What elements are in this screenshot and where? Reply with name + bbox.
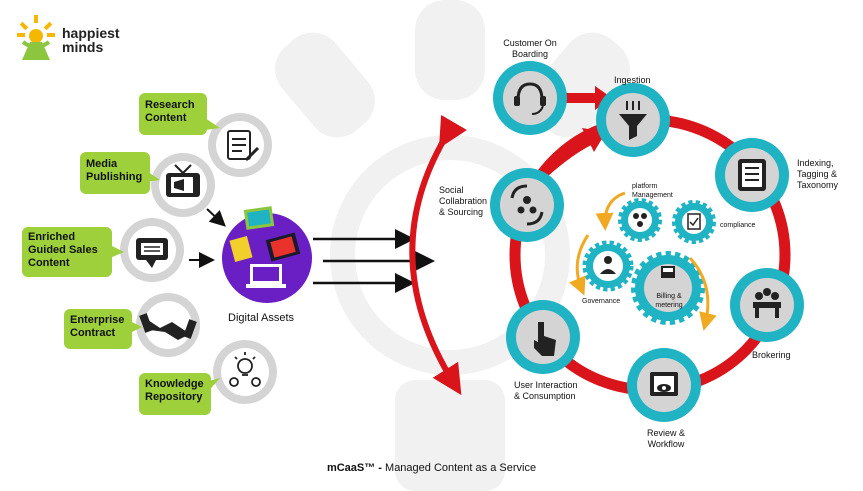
label-enriched-sales-content: Enriched Guided Sales Content [22, 227, 112, 277]
label-compliance: compliance [720, 222, 756, 229]
document-edit-icon [227, 130, 260, 162]
node-customer-onboarding [493, 61, 567, 135]
node-review [627, 348, 701, 422]
label-research-content: Research Content [139, 93, 207, 135]
lightbulb-icon [229, 352, 261, 387]
label-media-publishing: Media Publishing [80, 152, 150, 194]
inner-gears [582, 198, 716, 325]
node-user-interaction [506, 300, 580, 374]
node-ingestion [596, 83, 670, 157]
label-governance: Governance [582, 298, 621, 305]
digital-assets-circle [222, 206, 312, 303]
label-brokering: Brokering [752, 350, 791, 360]
chat-icon [136, 238, 168, 268]
caption-bold: mCaaS™ - [326, 462, 382, 474]
node-social [490, 168, 564, 242]
label-billing: Billing & metering [655, 293, 683, 309]
label-indexing: Indexing, Tagging & Taxonomy [797, 158, 839, 190]
label-user-interaction: User Interaction & Consumption [514, 380, 578, 401]
digital-assets-label: Digital Assets [228, 312, 295, 324]
tv-icon [166, 164, 200, 197]
label-ingestion: Ingestion [614, 75, 651, 85]
logo-line1: happiest [62, 25, 120, 41]
label-review: Review & Workflow [646, 428, 685, 449]
caption-rest: Managed Content as a Service [381, 462, 537, 474]
handshake-icon [139, 313, 197, 340]
label-customer-onboarding: Customer On Boarding [503, 38, 557, 59]
happiest-minds-logo [17, 15, 55, 60]
node-indexing [715, 138, 789, 212]
label-knowledge-repository: Knowledge Repository [139, 373, 211, 415]
label-social: Social Collabration & Sourcing [439, 185, 488, 217]
logo-line2: minds [62, 39, 104, 55]
logo-text: happiest minds [62, 26, 120, 54]
diagram-caption: mCaaS™ - Managed Content as a Service [0, 462, 863, 474]
node-brokering [730, 268, 804, 342]
label-platform-management: platform Management [632, 183, 673, 199]
label-enterprise-contract: Enterprise Contract [64, 309, 132, 349]
